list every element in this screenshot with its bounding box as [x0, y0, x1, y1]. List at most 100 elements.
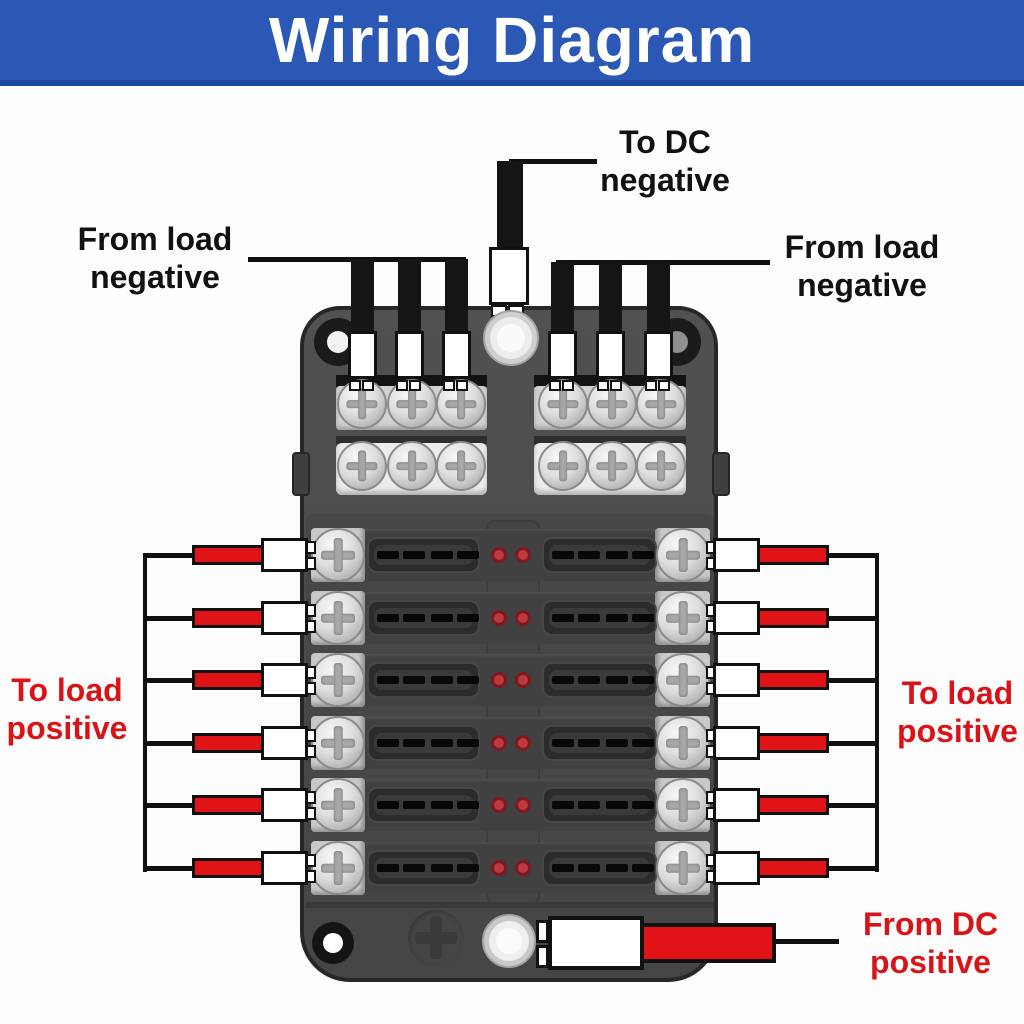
- apron-shadow: [306, 902, 714, 908]
- fuse-element-dash: [632, 739, 654, 747]
- circuit-screw-left: [311, 528, 365, 582]
- wire-terminal: [261, 663, 308, 697]
- fuse-element-dash: [377, 739, 399, 747]
- fuse-element-dash: [632, 614, 654, 622]
- label-to-dc-negative: To DC negative: [555, 123, 775, 199]
- wire-terminal: [713, 726, 760, 760]
- harness-branch-line: [145, 553, 197, 558]
- fuse-element-dash: [632, 864, 654, 872]
- terminal-tab: [306, 557, 316, 570]
- load-negative-wire: [351, 259, 374, 339]
- fuse-element-dash: [431, 801, 453, 809]
- fuse-element-dash: [606, 864, 628, 872]
- harness-branch-line: [145, 616, 197, 621]
- wire-terminal: [548, 331, 577, 379]
- terminal-tab: [306, 791, 316, 804]
- load-positive-wire: [757, 733, 829, 753]
- fuse-element-dash: [403, 614, 425, 622]
- circuit-screw-right: [656, 841, 710, 895]
- terminal-tab: [306, 620, 316, 633]
- terminal-tab: [306, 541, 316, 554]
- bus-terminal-screw: [636, 441, 686, 491]
- fuse-element-dash: [431, 614, 453, 622]
- circuit-screw-right: [656, 778, 710, 832]
- load-positive-wire: [192, 858, 264, 878]
- bus-terminal-screw: [387, 441, 437, 491]
- fuse-element-dash: [606, 801, 628, 809]
- label-from-load-negative-right: From load negative: [742, 228, 982, 304]
- dc-negative-wire: [497, 161, 523, 253]
- fuse-element-dash: [606, 739, 628, 747]
- mounting-hole-center: [327, 331, 349, 353]
- terminal-tab: [536, 920, 549, 943]
- label-line: negative: [600, 162, 730, 198]
- load-negative-wire: [599, 262, 622, 339]
- terminal-tab: [549, 380, 561, 391]
- wire-terminal: [713, 663, 760, 697]
- plus-bar: [430, 917, 442, 959]
- wire-terminal: [644, 331, 673, 379]
- circuit-screw-left: [311, 778, 365, 832]
- dc-positive-wire: [640, 923, 776, 963]
- fuse-element-dash: [403, 739, 425, 747]
- fuse-element-dash: [578, 739, 600, 747]
- led-indicator: [515, 547, 531, 563]
- harness-branch-line: [826, 553, 878, 558]
- terminal-tab: [306, 682, 316, 695]
- wire-terminal: [395, 331, 424, 379]
- load-positive-wire: [757, 858, 829, 878]
- wire-terminal: [489, 247, 529, 305]
- negative-stud-top: [497, 324, 525, 352]
- load-positive-wire: [192, 733, 264, 753]
- wire-terminal: [713, 538, 760, 572]
- fuse-element-dash: [552, 551, 574, 559]
- fuse-element-dash: [377, 551, 399, 559]
- fuse-element-dash: [552, 614, 574, 622]
- led-indicator: [491, 547, 507, 563]
- fuse-element-dash: [552, 739, 574, 747]
- wire-terminal: [261, 851, 308, 885]
- led-indicator: [515, 735, 531, 751]
- label-to-load-positive-left: To load positive: [0, 671, 134, 747]
- label-line: positive: [870, 944, 991, 980]
- circuit-screw-left: [311, 591, 365, 645]
- harness-branch-line: [826, 741, 878, 746]
- bus-terminal-screw: [337, 441, 387, 491]
- fuse-element-dash: [457, 801, 479, 809]
- wire-terminal: [348, 331, 377, 379]
- circuit-screw-right: [656, 653, 710, 707]
- fuse-element-dash: [403, 676, 425, 684]
- led-indicator: [515, 610, 531, 626]
- label-line: negative: [90, 259, 220, 295]
- harness-branch-line: [826, 678, 878, 683]
- led-indicator: [515, 672, 531, 688]
- harness-branch-line: [145, 866, 197, 871]
- led-indicator: [491, 860, 507, 876]
- fuse-element-dash: [403, 801, 425, 809]
- wire-terminal: [261, 726, 308, 760]
- bus-terminal-screw: [587, 441, 637, 491]
- page-title: Wiring Diagram: [268, 4, 756, 76]
- load-positive-wire: [192, 545, 264, 565]
- terminal-tab: [396, 380, 408, 391]
- banner: Wiring Diagram: [0, 0, 1024, 86]
- harness-branch-line: [145, 741, 197, 746]
- fuse-element-dash: [377, 676, 399, 684]
- terminal-tab: [362, 380, 374, 391]
- load-negative-wire: [647, 262, 670, 339]
- fuse-element-dash: [377, 801, 399, 809]
- wire-terminal: [261, 788, 308, 822]
- terminal-tab: [306, 854, 316, 867]
- fuse-element-dash: [606, 551, 628, 559]
- fuse-element-dash: [632, 676, 654, 684]
- fuse-element-dash: [552, 801, 574, 809]
- terminal-tab: [306, 666, 316, 679]
- fuse-element-dash: [552, 864, 574, 872]
- terminal-tab: [658, 380, 670, 391]
- label-from-load-negative-left: From load negative: [35, 220, 275, 296]
- fuse-element-dash: [632, 801, 654, 809]
- side-tab-left: [292, 452, 310, 496]
- harness-branch-line: [826, 866, 878, 871]
- fuse-element-dash: [457, 864, 479, 872]
- load-negative-wire: [398, 259, 421, 339]
